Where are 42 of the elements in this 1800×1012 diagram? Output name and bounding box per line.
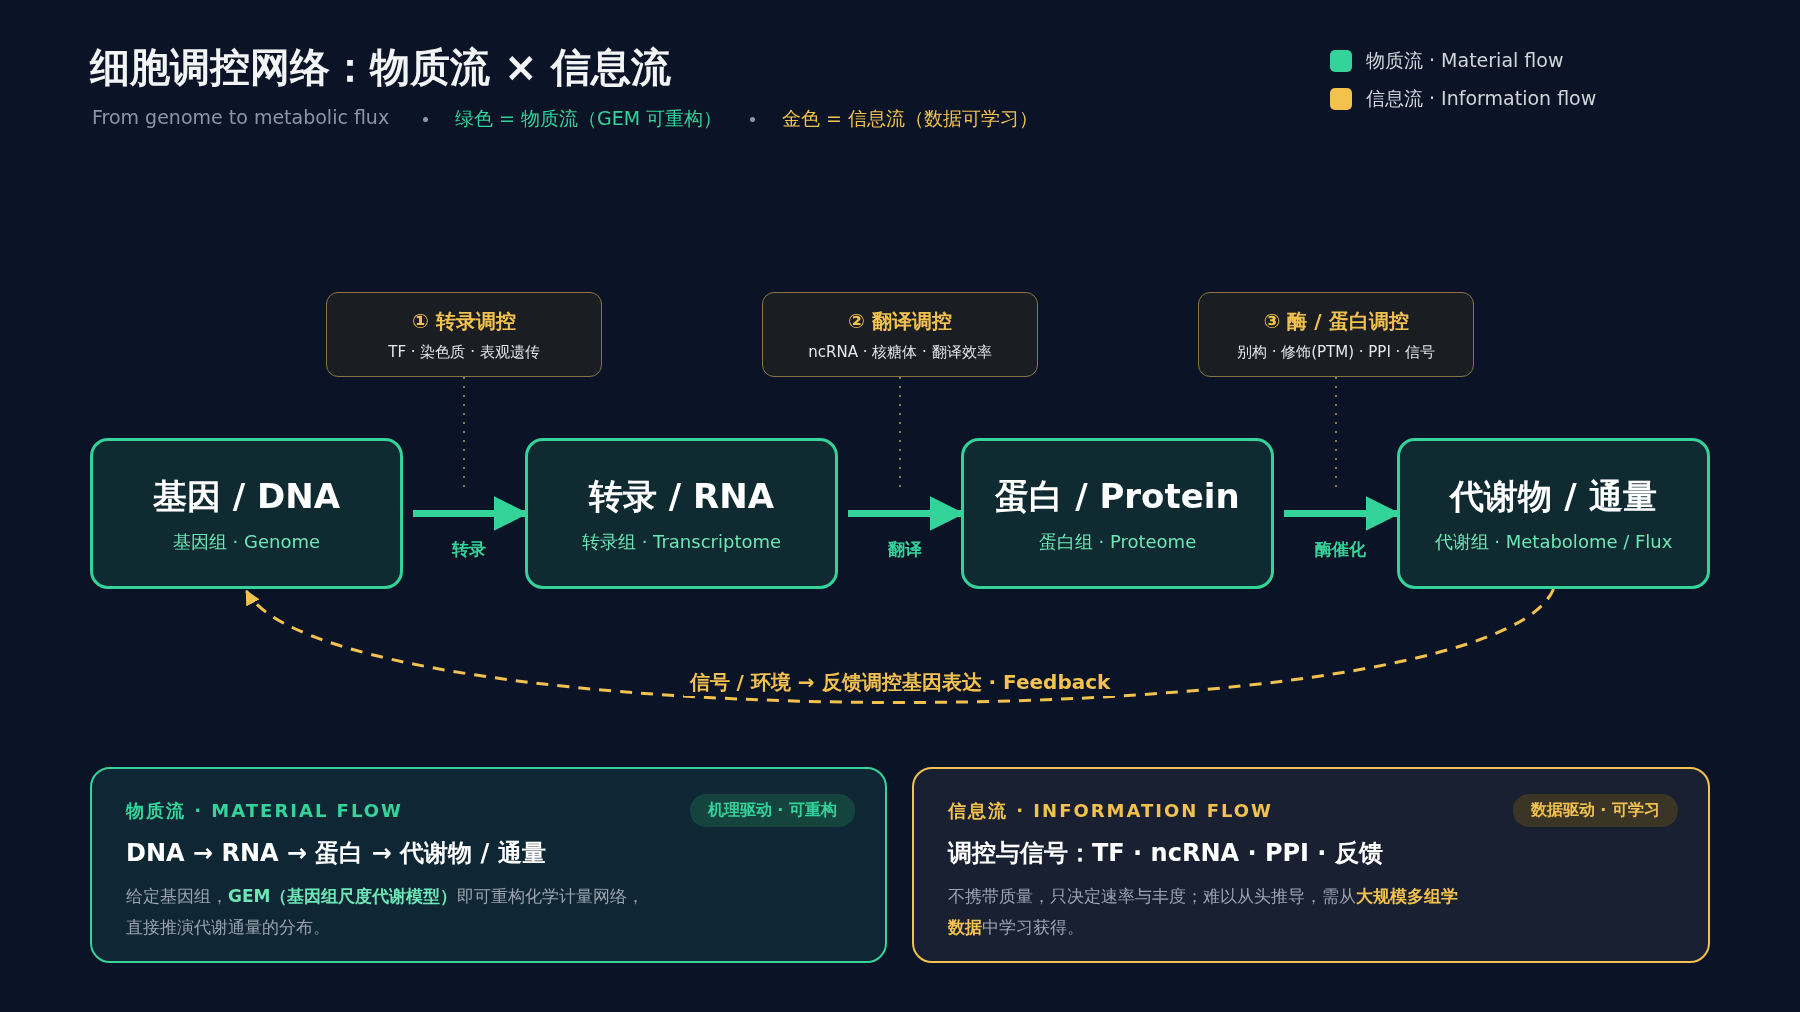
callout-box xyxy=(1198,292,1474,377)
process-box xyxy=(961,438,1274,589)
callout-title: ② 翻译调控 xyxy=(848,307,952,335)
panel-heading: 物质流 · MATERIAL FLOW xyxy=(126,799,403,823)
info-panel xyxy=(90,767,887,963)
panel-text: 给定基因组，GEM（基因组尺度代谢模型）即可重构化学计量网络，直接推演代谢通量的分布。 xyxy=(126,885,646,939)
box-title: 蛋白 / Protein xyxy=(995,474,1240,518)
box-subtitle: 代谢组 · Metabolome / Flux xyxy=(1434,529,1673,554)
feedback-arrow xyxy=(245,587,1555,704)
box-title: 代谢物 / 通量 xyxy=(1450,474,1657,518)
subtitle-text: 金色 = 信息流（数据可学习） xyxy=(782,106,1038,131)
process-box xyxy=(525,438,838,589)
callout-box xyxy=(326,292,602,377)
callout-title: ③ 酶 / 蛋白调控 xyxy=(1263,307,1409,335)
process-box xyxy=(90,438,403,589)
tag-badge: 数据驱动 · 可学习 xyxy=(1512,794,1678,827)
edge-label: 酶催化 xyxy=(1315,537,1366,561)
tag-badge: 机理驱动 · 可重构 xyxy=(689,794,855,827)
callout-detail: ncRNA · 核糖体 · 翻译效率 xyxy=(808,342,992,362)
panel-text: 不携带质量，只决定速率与丰度；难以从头推导，需从大规模多组学数据中学习获得。 xyxy=(948,885,1459,939)
subtitle-text: From genome to metabolic flux xyxy=(92,106,390,128)
info-panel xyxy=(912,767,1710,963)
box-subtitle: 蛋白组 · Proteome xyxy=(1038,529,1197,554)
subtitle-text: 绿色 = 物质流（GEM 可重构） xyxy=(455,106,723,131)
legend-text: 物质流 · Material flow xyxy=(1366,48,1564,73)
box-subtitle: 转录组 · Transcriptome xyxy=(581,529,782,554)
callout-box xyxy=(762,292,1038,377)
box-title: 基因 / DNA xyxy=(152,474,341,518)
box-title: 转录 / RNA xyxy=(588,474,774,518)
diagram-title: 细胞调控网络：物质流 × 信息流 xyxy=(90,43,672,92)
process-box xyxy=(1397,438,1710,589)
edge-label: 信号 / 环境 → 反馈调控基因表达 · Feedback xyxy=(683,669,1117,696)
edge-label: 翻译 xyxy=(887,537,922,561)
callout-detail: 别构 · 修饰(PTM) · PPI · 信号 xyxy=(1236,342,1436,362)
panel-heading: 信息流 · INFORMATION FLOW xyxy=(948,799,1273,823)
panel-title: 调控与信号：TF · ncRNA · PPI · 反馈 xyxy=(948,838,1383,869)
legend-text: 信息流 · Information flow xyxy=(1366,86,1597,111)
callout-detail: TF · 染色质 · 表观遗传 xyxy=(388,342,540,362)
panel-title: DNA → RNA → 蛋白 → 代谢物 / 通量 xyxy=(126,838,546,869)
box-subtitle: 基因组 · Genome xyxy=(172,529,321,554)
callout-title: ① 转录调控 xyxy=(412,307,516,335)
edge-label: 转录 xyxy=(452,537,486,561)
